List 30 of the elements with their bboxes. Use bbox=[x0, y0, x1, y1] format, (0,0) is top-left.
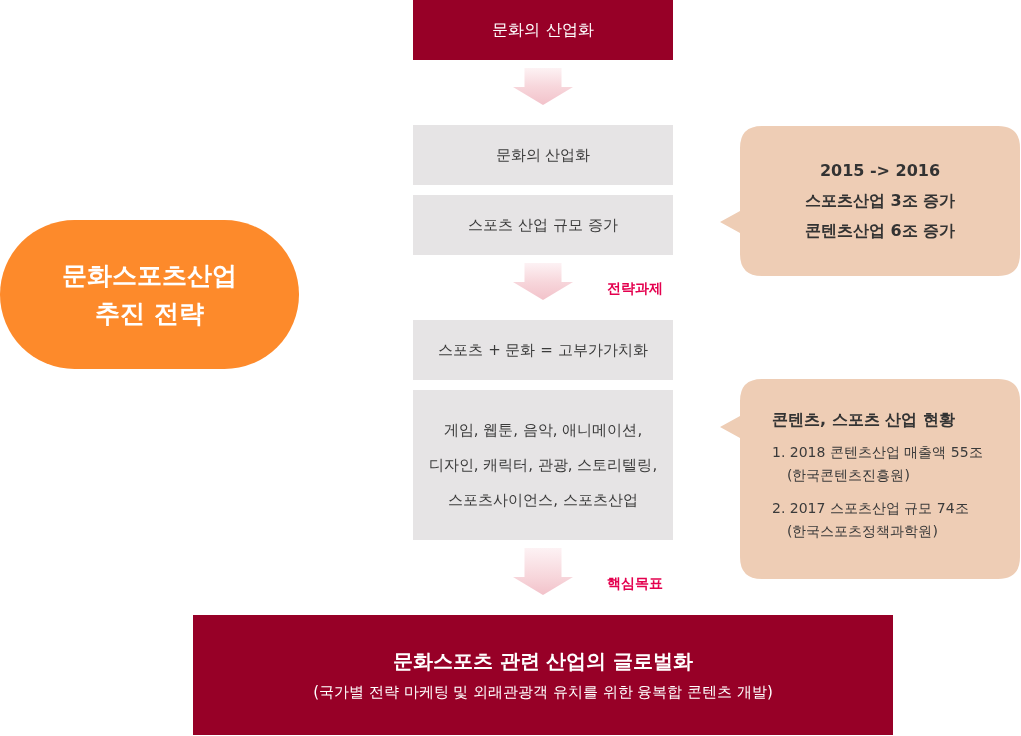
callout-bubble bbox=[720, 126, 1020, 276]
process-box bbox=[413, 390, 673, 540]
box-label: 스포츠 산업 규모 증가 bbox=[468, 214, 618, 236]
source-note: (한국콘텐츠진흥원) bbox=[787, 465, 910, 485]
callout-text: 콘텐츠산업 6조 증가 bbox=[804, 220, 956, 242]
box-label: 문화의 산업화 bbox=[495, 144, 591, 166]
box-label: 게임, 웹툰, 음악, 애니메이션, 디자인, 캐릭터, 관광, 스토리텔링, 스포츠사이언스, 스포츠산업 bbox=[427, 419, 659, 511]
edge-label: 전략과제 bbox=[605, 279, 665, 297]
banner-subtitle: (국가별 전략 마케팅 및 외래관광객 유치를 위한 융복합 콘텐츠 개발) bbox=[313, 682, 773, 703]
flow-arrow bbox=[513, 263, 573, 300]
callout-text: 스포츠산업 3조 증가 bbox=[804, 190, 956, 212]
process-box bbox=[413, 195, 673, 255]
process-box bbox=[413, 125, 673, 185]
source-note: (한국스포츠정책과학원) bbox=[787, 521, 938, 541]
list-item: 1. 2018 콘텐츠산업 매출액 55조 bbox=[772, 442, 983, 462]
edge-label: 핵심목표 bbox=[605, 574, 665, 592]
strategy-pill bbox=[0, 220, 299, 369]
box-label: 스포츠 + 문화 = 고부가가치화 bbox=[438, 339, 648, 361]
goal-banner bbox=[193, 615, 893, 735]
banner-title: 문화스포츠 관련 산업의 글로벌화 bbox=[392, 648, 694, 675]
pill-title: 문화스포츠산업 추진 전략 bbox=[61, 259, 238, 330]
callout-text: 2015 -> 2016 bbox=[819, 160, 941, 182]
callout-bubble bbox=[720, 379, 1020, 579]
callout-heading: 콘텐츠, 스포츠 산업 현황 bbox=[772, 408, 955, 431]
flow-arrow bbox=[513, 548, 573, 595]
flow-arrow bbox=[513, 68, 573, 105]
title-box bbox=[413, 0, 673, 60]
box-title: 문화의 산업화 bbox=[492, 19, 594, 41]
process-box bbox=[413, 320, 673, 380]
list-item: 2. 2017 스포츠산업 규모 74조 bbox=[772, 498, 969, 518]
